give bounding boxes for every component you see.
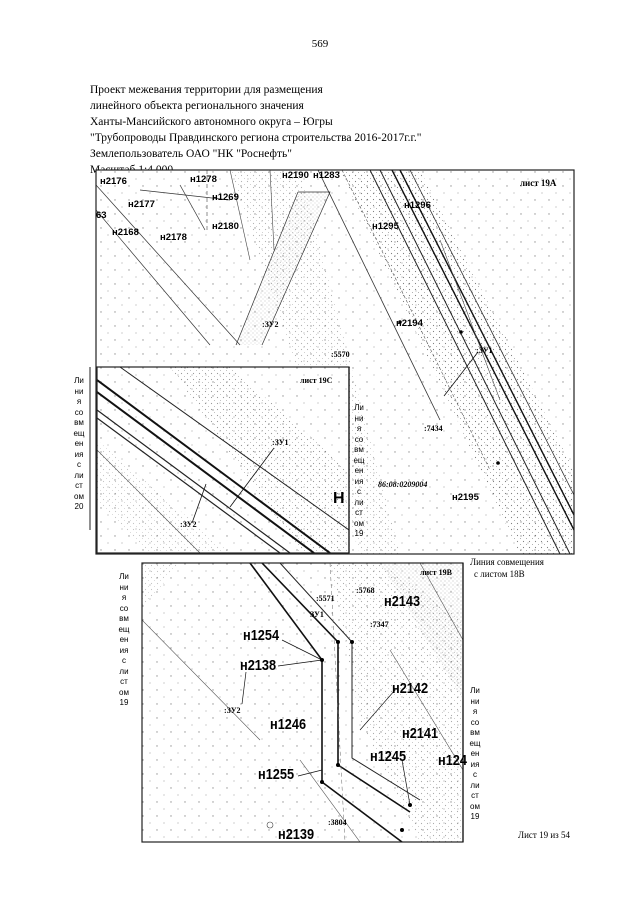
page-number: 569: [311, 38, 329, 50]
point-label: Н: [333, 490, 345, 507]
point-label: н1278: [190, 174, 217, 185]
header-line: Ханты-Мансийского автономного округа – Ю…: [90, 116, 333, 128]
combine-label-18v: Линия совмещения с листом 18В: [470, 557, 544, 579]
point-label: н2139: [278, 826, 315, 843]
parcel-label: :ЗУ2: [180, 520, 197, 529]
sheet-footer: Лист 19 из 54: [518, 830, 570, 840]
point-label: н2190: [282, 170, 309, 181]
parcel-label: :ЗУ2: [224, 706, 241, 715]
point-label: н1295: [372, 221, 399, 232]
parcel-label: :ЗУ1: [272, 438, 289, 447]
parcel-label: :ЗУ1: [476, 346, 493, 355]
point-label: н1255: [258, 766, 295, 783]
parcel-label: :ЗУ2: [262, 320, 279, 329]
header-line: линейного объекта регионального значения: [90, 100, 304, 112]
parcel-label: :5571: [316, 594, 335, 603]
point-label: н2176: [100, 176, 127, 187]
header-line: "Трубопроводы Правдинского региона строи…: [90, 132, 422, 144]
parcel-label: :3804: [328, 818, 347, 827]
point-label: н2142: [392, 680, 429, 697]
point-label: н2194: [396, 318, 423, 329]
point-label: н1245: [370, 748, 407, 765]
sheet-19b-title: лист 19В: [420, 568, 452, 577]
point-label: н1269: [212, 192, 239, 203]
point-label: н2195: [452, 492, 479, 503]
sheet-19a-title: лист 19А: [520, 178, 557, 188]
point-label: н2177: [128, 199, 155, 210]
point-label: н2168: [112, 227, 139, 238]
point-label: н1246: [270, 716, 307, 733]
point-label: 63: [96, 210, 107, 221]
point-label: н2178: [160, 232, 187, 243]
point-label: н2138: [240, 657, 277, 674]
sheet-19b-map: [142, 563, 463, 842]
cadastral-quarter: 86:08:0209004: [378, 480, 428, 489]
parcel-label: ЗУ1: [310, 610, 324, 619]
parcel-label: :5570: [331, 350, 350, 359]
parcel-label: :5768: [356, 586, 375, 595]
point-label: н124: [438, 752, 467, 769]
point-label: н1283: [313, 170, 340, 181]
sheet-19c-title: лист 19С: [300, 376, 333, 385]
point-label: н1254: [243, 627, 280, 644]
sheet-19c-map: [97, 367, 349, 553]
parcel-label: :7347: [370, 620, 389, 629]
header-line: Землепользователь ОАО "НК "Роснефть": [90, 148, 292, 160]
point-label: н1296: [404, 200, 431, 211]
parcel-label: :7434: [424, 424, 443, 433]
point-label: н2141: [402, 725, 439, 742]
point-label: н2180: [212, 221, 239, 232]
header-line: Проект межевания территории для размещен…: [90, 84, 323, 96]
point-label: н2143: [384, 593, 421, 610]
